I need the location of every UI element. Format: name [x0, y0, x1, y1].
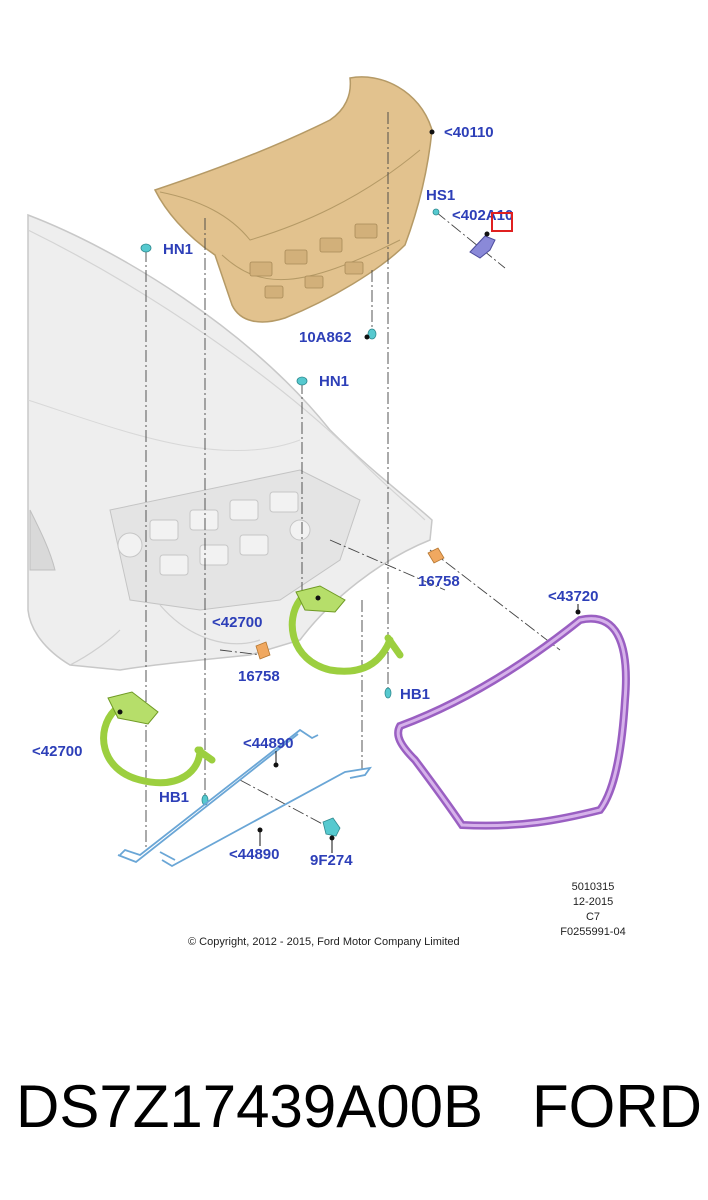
diagram-code: 5010315 [571, 881, 615, 893]
callout-44890-top: <44890 [243, 735, 294, 752]
striker-part [469, 235, 496, 259]
callout-hb1-left: HB1 [159, 789, 190, 806]
nut-hn1-top [140, 243, 152, 253]
highlight-box [491, 212, 513, 232]
exploded-parts-diagram [27, 76, 630, 868]
bolt-hb1-right [384, 687, 392, 699]
torsion-bar-bottom [161, 766, 372, 868]
callout-16758-right: 16758 [418, 573, 460, 590]
hinge-right [288, 596, 394, 675]
callout-402a10: <402A10 [452, 207, 514, 224]
callout-10a862: 10A862 [299, 329, 352, 346]
fasteners [140, 208, 440, 806]
hinge-left [100, 706, 204, 787]
diagram-date: 12-2015 [572, 896, 614, 908]
callout-9f274: 9F274 [310, 852, 353, 869]
diagram-level: C7 [585, 911, 601, 923]
callout-42700-left: <42700 [32, 743, 83, 760]
bracket-16758-right [427, 547, 445, 564]
callout-16758-left: 16758 [238, 668, 280, 685]
copyright-notice: © Copyright, 2012 - 2015, Ford Motor Com… [188, 936, 460, 948]
screw-hs1 [432, 208, 440, 216]
callout-43720: <43720 [548, 588, 599, 605]
clip-9f274 [322, 817, 341, 837]
diagram-info: 5010315 12-2015 C7 F0255991-04 [548, 880, 638, 940]
nut-hn1-mid [296, 376, 308, 386]
vehicle-body [27, 213, 433, 671]
callout-42700-right: <42700 [212, 614, 263, 631]
torsion-bar-top [119, 728, 319, 857]
callout-hb1-right: HB1 [400, 686, 431, 703]
leader-dots [117, 129, 581, 841]
callout-40110: <40110 [444, 124, 494, 141]
bumper-10a862 [367, 328, 377, 340]
weatherstrip [394, 614, 630, 830]
brand-name: FORD [532, 1073, 702, 1140]
brackets [255, 547, 445, 660]
callout-hn1-mid: HN1 [319, 373, 350, 390]
assembly-lines [145, 112, 561, 850]
trunk-lid [153, 76, 433, 323]
callout-44890-bottom: <44890 [229, 846, 280, 863]
bracket-16758-left [255, 641, 271, 660]
diagram-figure: F0255991-04 [560, 926, 626, 938]
hinges [100, 596, 404, 787]
callout-hn1-top: HN1 [163, 241, 194, 258]
callout-hs1: HS1 [426, 187, 456, 204]
part-number: DS7Z17439A00B [16, 1073, 483, 1140]
torsion-bars [117, 728, 372, 868]
